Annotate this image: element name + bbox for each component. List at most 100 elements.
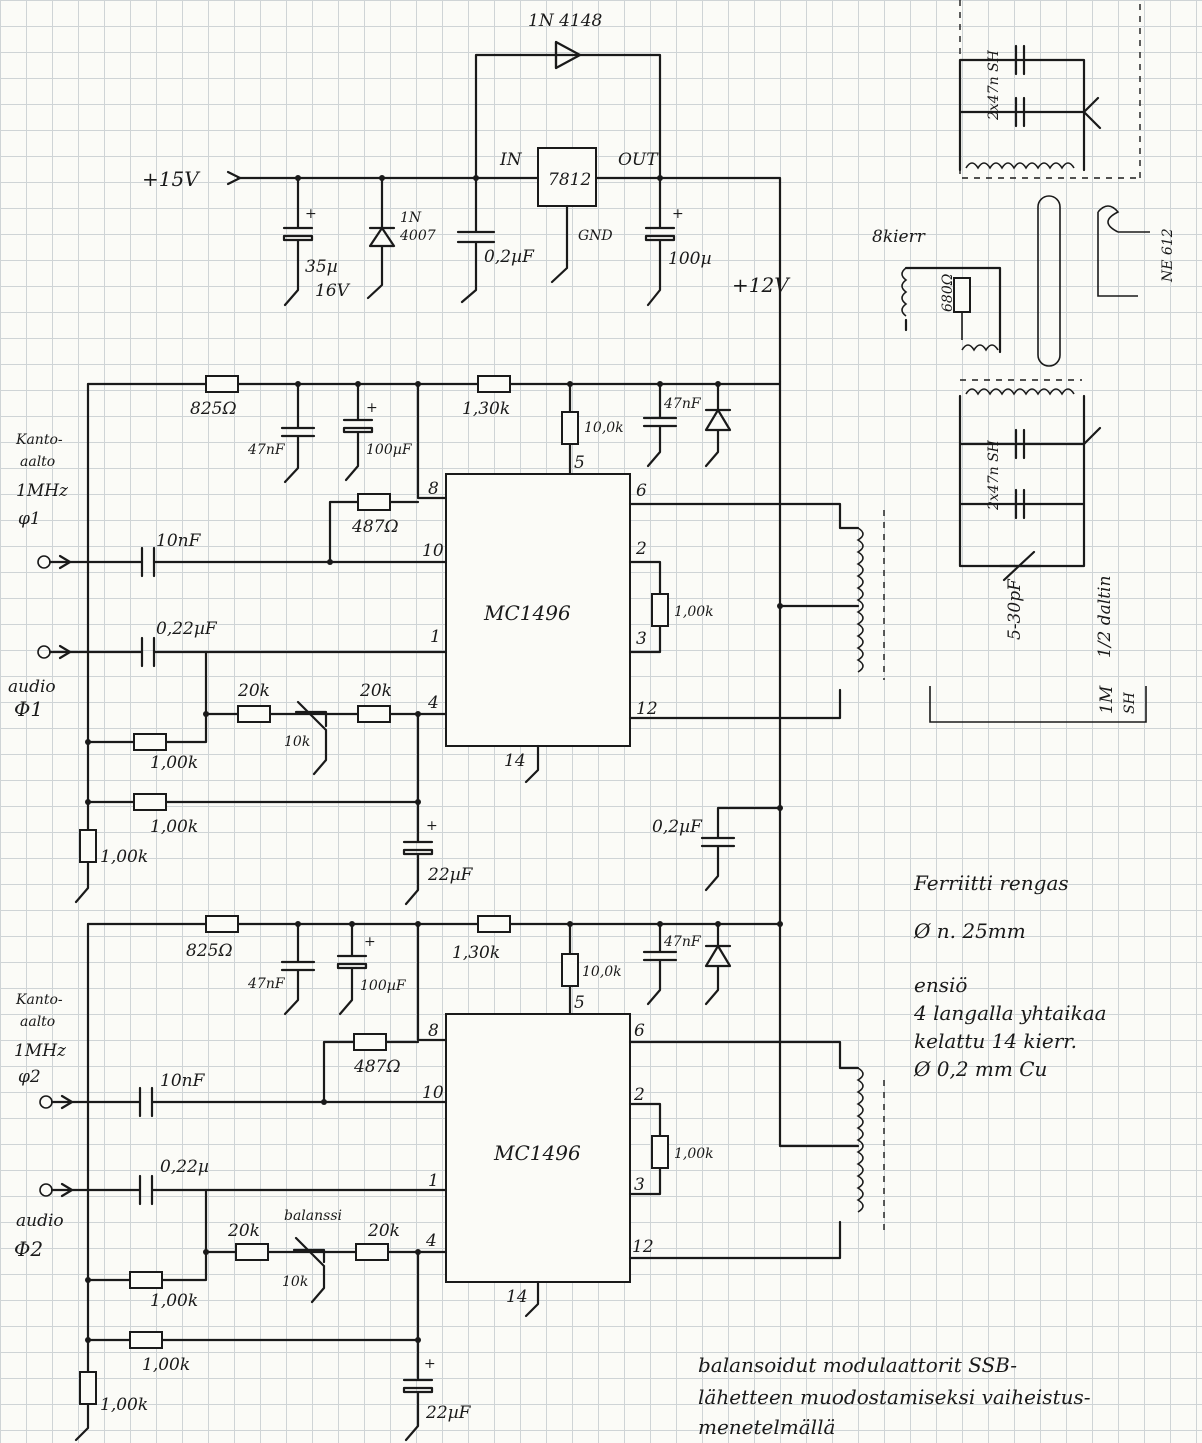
svg-text:1,30k: 1,30k xyxy=(452,943,500,963)
svg-text:Ferriitti rengas: Ferriitti rengas xyxy=(913,871,1069,895)
svg-text:20k: 20k xyxy=(237,681,270,701)
svg-text:0,2µF: 0,2µF xyxy=(652,817,703,837)
svg-text:2x47n SH: 2x47n SH xyxy=(986,49,1002,121)
svg-text:100µ: 100µ xyxy=(668,249,712,269)
svg-text:1: 1 xyxy=(430,627,441,647)
svg-text:10nF: 10nF xyxy=(156,531,202,551)
supply-15v-label: +15V xyxy=(142,167,201,191)
svg-text:5: 5 xyxy=(574,993,585,1013)
svg-text:4 langalla yhtaikaa: 4 langalla yhtaikaa xyxy=(913,1001,1107,1025)
svg-text:3: 3 xyxy=(636,629,647,649)
svg-text:680Ω: 680Ω xyxy=(940,273,956,312)
svg-text:Φ2: Φ2 xyxy=(14,1237,43,1261)
svg-text:4: 4 xyxy=(427,693,439,713)
svg-text:NE 612: NE 612 xyxy=(1160,228,1176,283)
svg-text:12: 12 xyxy=(636,699,658,719)
svg-text:14: 14 xyxy=(504,751,526,771)
svg-text:MC1496: MC1496 xyxy=(493,1141,581,1165)
svg-text:SH: SH xyxy=(1122,691,1138,714)
svg-text:0,2µF: 0,2µF xyxy=(484,247,535,267)
svg-text:1,00k: 1,00k xyxy=(674,1146,714,1162)
svg-text:Ø n. 25mm: Ø n. 25mm xyxy=(913,919,1026,943)
mod1-r10k xyxy=(561,411,579,445)
svg-text:12: 12 xyxy=(632,1237,654,1257)
svg-text:8kierr: 8kierr xyxy=(872,227,926,247)
svg-text:10k: 10k xyxy=(282,1274,308,1290)
svg-text:825Ω: 825Ω xyxy=(190,399,237,419)
svg-text:4007: 4007 xyxy=(399,228,436,244)
svg-text:aalto: aalto xyxy=(20,1014,55,1030)
mod1-r825 xyxy=(205,375,239,393)
svg-text:1,30k: 1,30k xyxy=(462,399,510,419)
svg-text:1,00k: 1,00k xyxy=(674,604,714,620)
svg-text:100µF: 100µF xyxy=(366,442,413,458)
svg-text:3: 3 xyxy=(634,1175,645,1195)
svg-text:OUT: OUT xyxy=(618,150,659,170)
svg-text:lähetteen muodostamiseksi vaih: lähetteen muodostamiseksi vaiheistus- xyxy=(698,1385,1091,1409)
svg-text:MC1496: MC1496 xyxy=(483,601,571,625)
svg-text:φ1: φ1 xyxy=(18,509,41,529)
svg-text:1: 1 xyxy=(428,1171,439,1191)
svg-text:φ2: φ2 xyxy=(18,1067,41,1087)
regulator-section: 1N 4148 7812 IN OUT GND +15V +12V + 35µ … xyxy=(142,11,791,384)
svg-text:1N: 1N xyxy=(400,210,422,226)
svg-text:Kanto-: Kanto- xyxy=(15,992,63,1008)
svg-text:825Ω: 825Ω xyxy=(186,941,233,961)
svg-text:5: 5 xyxy=(574,453,585,473)
svg-text:balansoidut modulaattorit SSB-: balansoidut modulaattorit SSB- xyxy=(698,1353,1017,1377)
svg-text:10nF: 10nF xyxy=(160,1071,206,1091)
svg-text:1,00k: 1,00k xyxy=(150,817,198,837)
svg-text:14: 14 xyxy=(506,1287,528,1307)
svg-text:10k: 10k xyxy=(284,734,310,750)
svg-text:1M: 1M xyxy=(1097,685,1117,714)
svg-text:1,00k: 1,00k xyxy=(150,1291,198,1311)
svg-text:+: + xyxy=(364,934,376,950)
svg-text:22µF: 22µF xyxy=(427,865,474,885)
svg-text:6: 6 xyxy=(636,481,647,501)
svg-text:+: + xyxy=(426,818,438,834)
svg-text:ensiö: ensiö xyxy=(914,973,967,997)
svg-text:+: + xyxy=(305,206,317,222)
svg-text:GND: GND xyxy=(578,228,613,244)
svg-text:10,0k: 10,0k xyxy=(582,964,622,980)
mod1-r487 xyxy=(357,493,391,511)
svg-text:487Ω: 487Ω xyxy=(351,517,399,537)
transformer-coils xyxy=(856,510,885,1230)
svg-text:10: 10 xyxy=(422,541,444,561)
svg-text:menetelmällä: menetelmällä xyxy=(698,1415,835,1439)
svg-text:100µF: 100µF xyxy=(360,978,407,994)
svg-text:4: 4 xyxy=(425,1231,437,1251)
svg-text:10,0k: 10,0k xyxy=(584,420,624,436)
svg-text:Ø 0,2 mm Cu: Ø 0,2 mm Cu xyxy=(913,1057,1047,1081)
svg-text:1,00k: 1,00k xyxy=(100,1395,148,1415)
svg-text:20k: 20k xyxy=(367,1221,400,1241)
ferrite-rod xyxy=(1037,195,1061,367)
svg-text:47nF: 47nF xyxy=(247,442,286,458)
svg-text:audio: audio xyxy=(16,1211,64,1231)
svg-text:16V: 16V xyxy=(315,281,351,301)
caption: balansoidut modulaattorit SSB- lähetteen… xyxy=(698,1353,1091,1439)
svg-text:35µ: 35µ xyxy=(305,257,338,277)
modulator-2: 825Ω 1,30k 47nF + 100µF 487Ω 10,0k 47nF … xyxy=(14,915,860,1442)
svg-text:2: 2 xyxy=(633,1085,645,1105)
svg-text:20k: 20k xyxy=(359,681,392,701)
svg-text:2x47n SH: 2x47n SH xyxy=(986,439,1002,511)
svg-text:10: 10 xyxy=(422,1083,444,1103)
svg-text:2: 2 xyxy=(635,539,647,559)
svg-text:kelattu 14 kierr.: kelattu 14 kierr. xyxy=(914,1029,1077,1053)
svg-text:+: + xyxy=(672,206,684,222)
svg-text:22µF: 22µF xyxy=(425,1403,472,1423)
svg-text:47nF: 47nF xyxy=(663,934,702,950)
mod1-r130 xyxy=(477,375,511,393)
svg-text:1,00k: 1,00k xyxy=(142,1355,190,1375)
svg-text:47nF: 47nF xyxy=(247,976,286,992)
svg-text:1,00k: 1,00k xyxy=(100,847,148,867)
svg-text:8: 8 xyxy=(428,1021,439,1041)
ferrite-note: Ferriitti rengas Ø n. 25mm ensiö 4 langa… xyxy=(913,871,1107,1081)
svg-text:7812: 7812 xyxy=(548,170,591,190)
svg-text:+: + xyxy=(424,1356,436,1372)
supply-12v-label: +12V xyxy=(732,273,791,297)
diode-top-label: 1N 4148 xyxy=(528,11,603,31)
mod1-ic xyxy=(445,473,631,747)
